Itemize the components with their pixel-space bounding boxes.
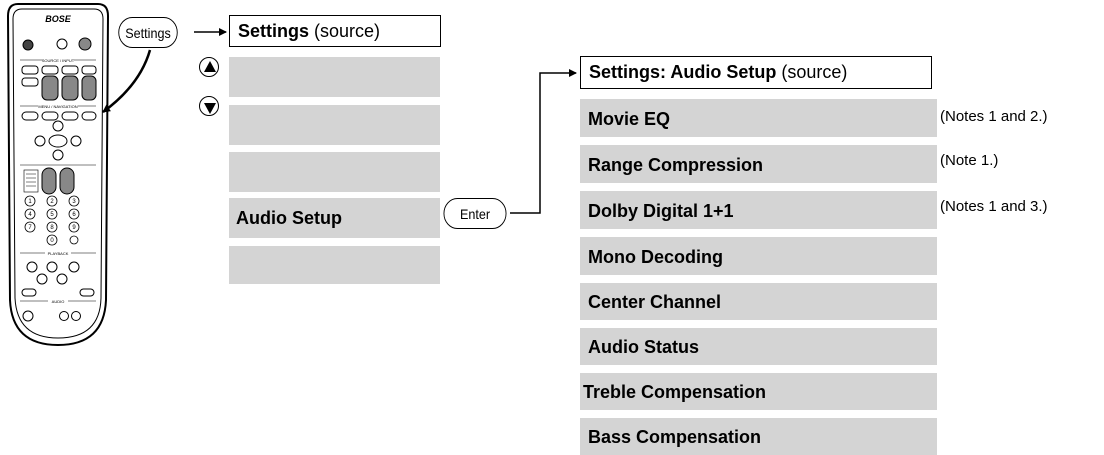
up-triangle-icon [204,61,216,72]
svg-text:AUDIO: AUDIO [52,299,65,304]
menu2-item-treble-compensation[interactable]: Treble Compensation [580,373,937,410]
menu2-item-center-channel[interactable]: Center Channel [580,283,937,320]
menu2-item-dolby-digital[interactable]: Dolby Digital 1+1 [580,191,937,229]
note-movie-eq: (Notes 1 and 2.) [940,108,1048,125]
down-triangle-icon [204,103,216,114]
settings-menu-title: Settings (source) [229,15,441,47]
svg-text:8: 8 [50,225,54,231]
audio-setup-label: Audio Setup [236,208,342,228]
brand-logo: BOSE [45,14,72,24]
svg-text:7: 7 [28,225,32,231]
up-arrow-button[interactable] [199,57,219,77]
dolby-digital-label: Dolby Digital 1+1 [588,201,734,221]
settings-button[interactable]: Settings [118,17,178,48]
settings-title-source: (source) [314,20,381,41]
menu1-item-audio-setup[interactable]: Audio Setup [229,198,440,238]
menu2-item-mono-decoding[interactable]: Mono Decoding [580,237,937,275]
mono-decoding-label: Mono Decoding [588,247,723,267]
menu1-item-5[interactable] [229,246,440,284]
svg-text:PLAYBACK: PLAYBACK [48,251,69,256]
svg-text:2: 2 [50,199,54,205]
menu2-item-bass-compensation[interactable]: Bass Compensation [580,418,937,455]
svg-text:MENU / NAVIGATION: MENU / NAVIGATION [38,104,77,109]
bass-compensation-label: Bass Compensation [588,427,762,447]
menu2-item-audio-status[interactable]: Audio Status [580,328,937,365]
svg-text:4: 4 [28,212,32,218]
audio-status-label: Audio Status [588,337,699,357]
menu2-item-movie-eq[interactable]: Movie EQ [580,99,937,137]
svg-text:5: 5 [50,212,54,218]
audio-setup-menu-title: Settings: Audio Setup (source) [580,56,932,89]
svg-text:3: 3 [72,199,76,205]
svg-text:SOURCE / INPUT: SOURCE / INPUT [42,58,75,63]
note-range-compression: (Note 1.) [940,152,999,169]
menu2-item-range-compression[interactable]: Range Compression [580,145,937,183]
note-dolby-digital: (Notes 1 and 3.) [940,198,1048,215]
remote-control: BOSE SOURCE / INPUT MENU / NAVIGATION 1 2… [6,3,110,347]
arrow-enter-to-audio-setup [510,69,577,214]
svg-text:9: 9 [72,225,76,231]
movie-eq-label: Movie EQ [588,109,671,129]
svg-text:6: 6 [72,212,76,218]
enter-button[interactable]: Enter [443,198,507,229]
audio-setup-title-bold: Settings: Audio Setup [589,62,777,82]
settings-title-bold: Settings [238,20,310,41]
audio-setup-title-source: (source) [781,62,848,82]
svg-text:1: 1 [28,199,32,205]
center-channel-label: Center Channel [588,292,722,312]
svg-text:0: 0 [50,238,54,244]
menu1-item-1[interactable] [229,57,440,97]
menu1-item-2[interactable] [229,105,440,145]
range-compression-label: Range Compression [588,155,764,175]
down-arrow-button[interactable] [199,96,219,116]
treble-compensation-label: Treble Compensation [583,382,767,402]
menu1-item-3[interactable] [229,152,440,192]
